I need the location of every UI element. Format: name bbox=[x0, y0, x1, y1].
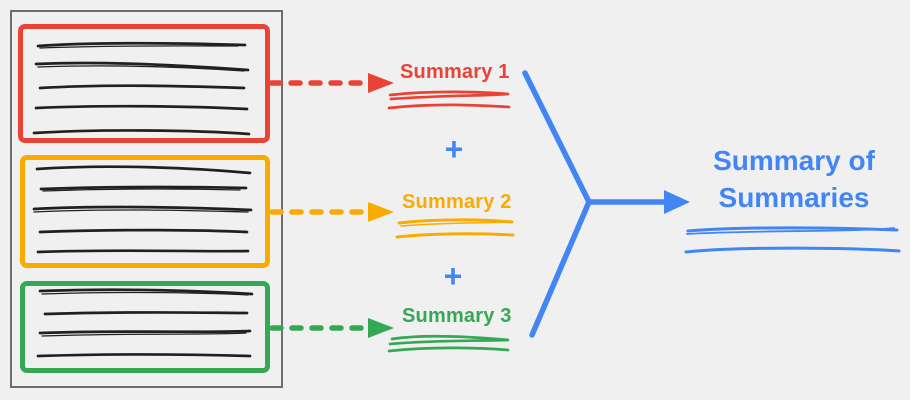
summary-2-scribble bbox=[395, 218, 515, 239]
plus-icon: + bbox=[443, 258, 463, 294]
summary-3-label: Summary 3 bbox=[402, 305, 512, 327]
document-section-red bbox=[18, 24, 270, 143]
output-title-scribble bbox=[684, 226, 901, 254]
document-section-orange bbox=[20, 155, 270, 268]
summary-1-label: Summary 1 bbox=[400, 61, 510, 83]
plus-icon: + bbox=[444, 131, 464, 167]
output-title: Summary of Summaries bbox=[694, 142, 894, 216]
summary-3-scribble bbox=[387, 334, 510, 353]
dashed-arrow-green bbox=[269, 318, 394, 338]
summary-2-label: Summary 2 bbox=[402, 191, 512, 213]
output-title-line1: Summary of bbox=[713, 145, 875, 176]
output-title-line2: Summaries bbox=[718, 182, 870, 213]
dashed-arrow-red bbox=[268, 73, 394, 93]
dashed-arrow-orange bbox=[269, 202, 394, 222]
document-section-green bbox=[20, 281, 270, 373]
merge-arrow bbox=[522, 70, 690, 338]
document-outline bbox=[10, 10, 283, 388]
summary-1-scribble bbox=[387, 90, 511, 110]
